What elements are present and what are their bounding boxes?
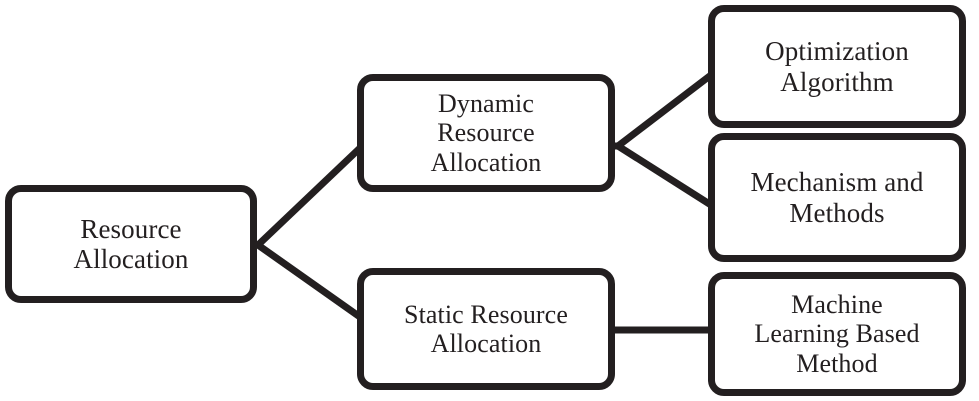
edge-dynamic-optimization — [615, 72, 714, 149]
node-label-static: Static Resource Allocation — [404, 299, 568, 358]
node-resource-allocation[interactable]: Resource Allocation — [5, 185, 257, 303]
node-machine-learning-based-method[interactable]: Machine Learning Based Method — [708, 272, 966, 396]
node-optimization-algorithm[interactable]: Optimization Algorithm — [708, 5, 966, 128]
edge-root-static — [255, 242, 363, 320]
node-mechanism-and-methods[interactable]: Mechanism and Methods — [708, 133, 966, 262]
node-label-root: Resource Allocation — [73, 213, 189, 274]
node-label-dynamic: Dynamic Resource Allocation — [430, 89, 542, 177]
edge-dynamic-mechanism — [616, 143, 713, 208]
node-label-optimization: Optimization Algorithm — [765, 36, 909, 97]
edge-root-dynamic — [255, 145, 363, 248]
node-label-mechanism: Mechanism and Methods — [750, 167, 924, 228]
node-dynamic-resource-allocation[interactable]: Dynamic Resource Allocation — [357, 74, 615, 192]
node-static-resource-allocation[interactable]: Static Resource Allocation — [357, 268, 615, 390]
node-label-ml: Machine Learning Based Method — [754, 290, 920, 378]
